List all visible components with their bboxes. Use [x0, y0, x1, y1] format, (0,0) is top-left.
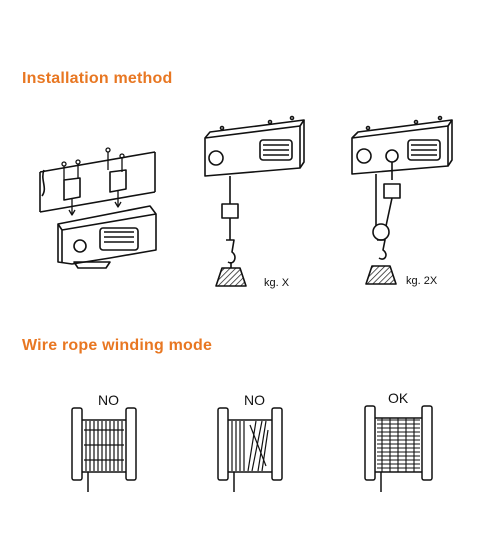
double-pulley-hoist-icon — [351, 115, 453, 285]
single-load-label: kg. X — [264, 277, 290, 289]
wire-rope-reel-crossed-icon — [217, 407, 283, 492]
beam-mounting-icon — [39, 147, 157, 269]
wire-rope-reel-even-icon — [364, 405, 433, 492]
double-load-label: kg. 2X — [406, 275, 438, 287]
wire-rope-reel-loose-icon — [71, 407, 137, 492]
reel-2-status: NO — [244, 392, 265, 408]
wire-rope-winding-title: Wire rope winding mode — [22, 337, 213, 354]
single-hook-hoist-icon — [204, 115, 305, 287]
reel-3-status: OK — [388, 390, 409, 406]
reel-1-status: NO — [98, 392, 119, 408]
installation-method-title: Installation method — [22, 70, 173, 87]
